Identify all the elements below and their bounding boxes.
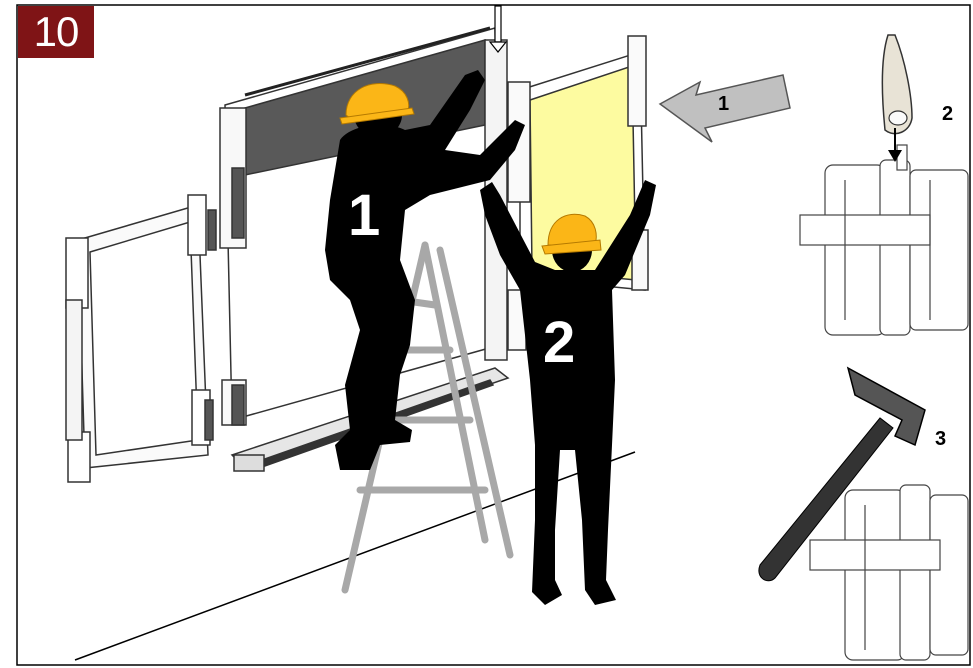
step-number-badge: 10 <box>18 6 94 58</box>
detail-2-hinge <box>800 145 968 335</box>
detail-3-label: 3 <box>935 428 946 450</box>
finger-press-icon <box>882 35 912 162</box>
detail-3-hinge <box>810 485 968 660</box>
detail-2-label: 2 <box>942 103 953 125</box>
worker-2-label: 2 <box>543 310 575 375</box>
worker-1-label: 1 <box>348 183 380 248</box>
arrow-1-label: 1 <box>718 93 729 115</box>
left-gate-frame <box>66 195 216 482</box>
